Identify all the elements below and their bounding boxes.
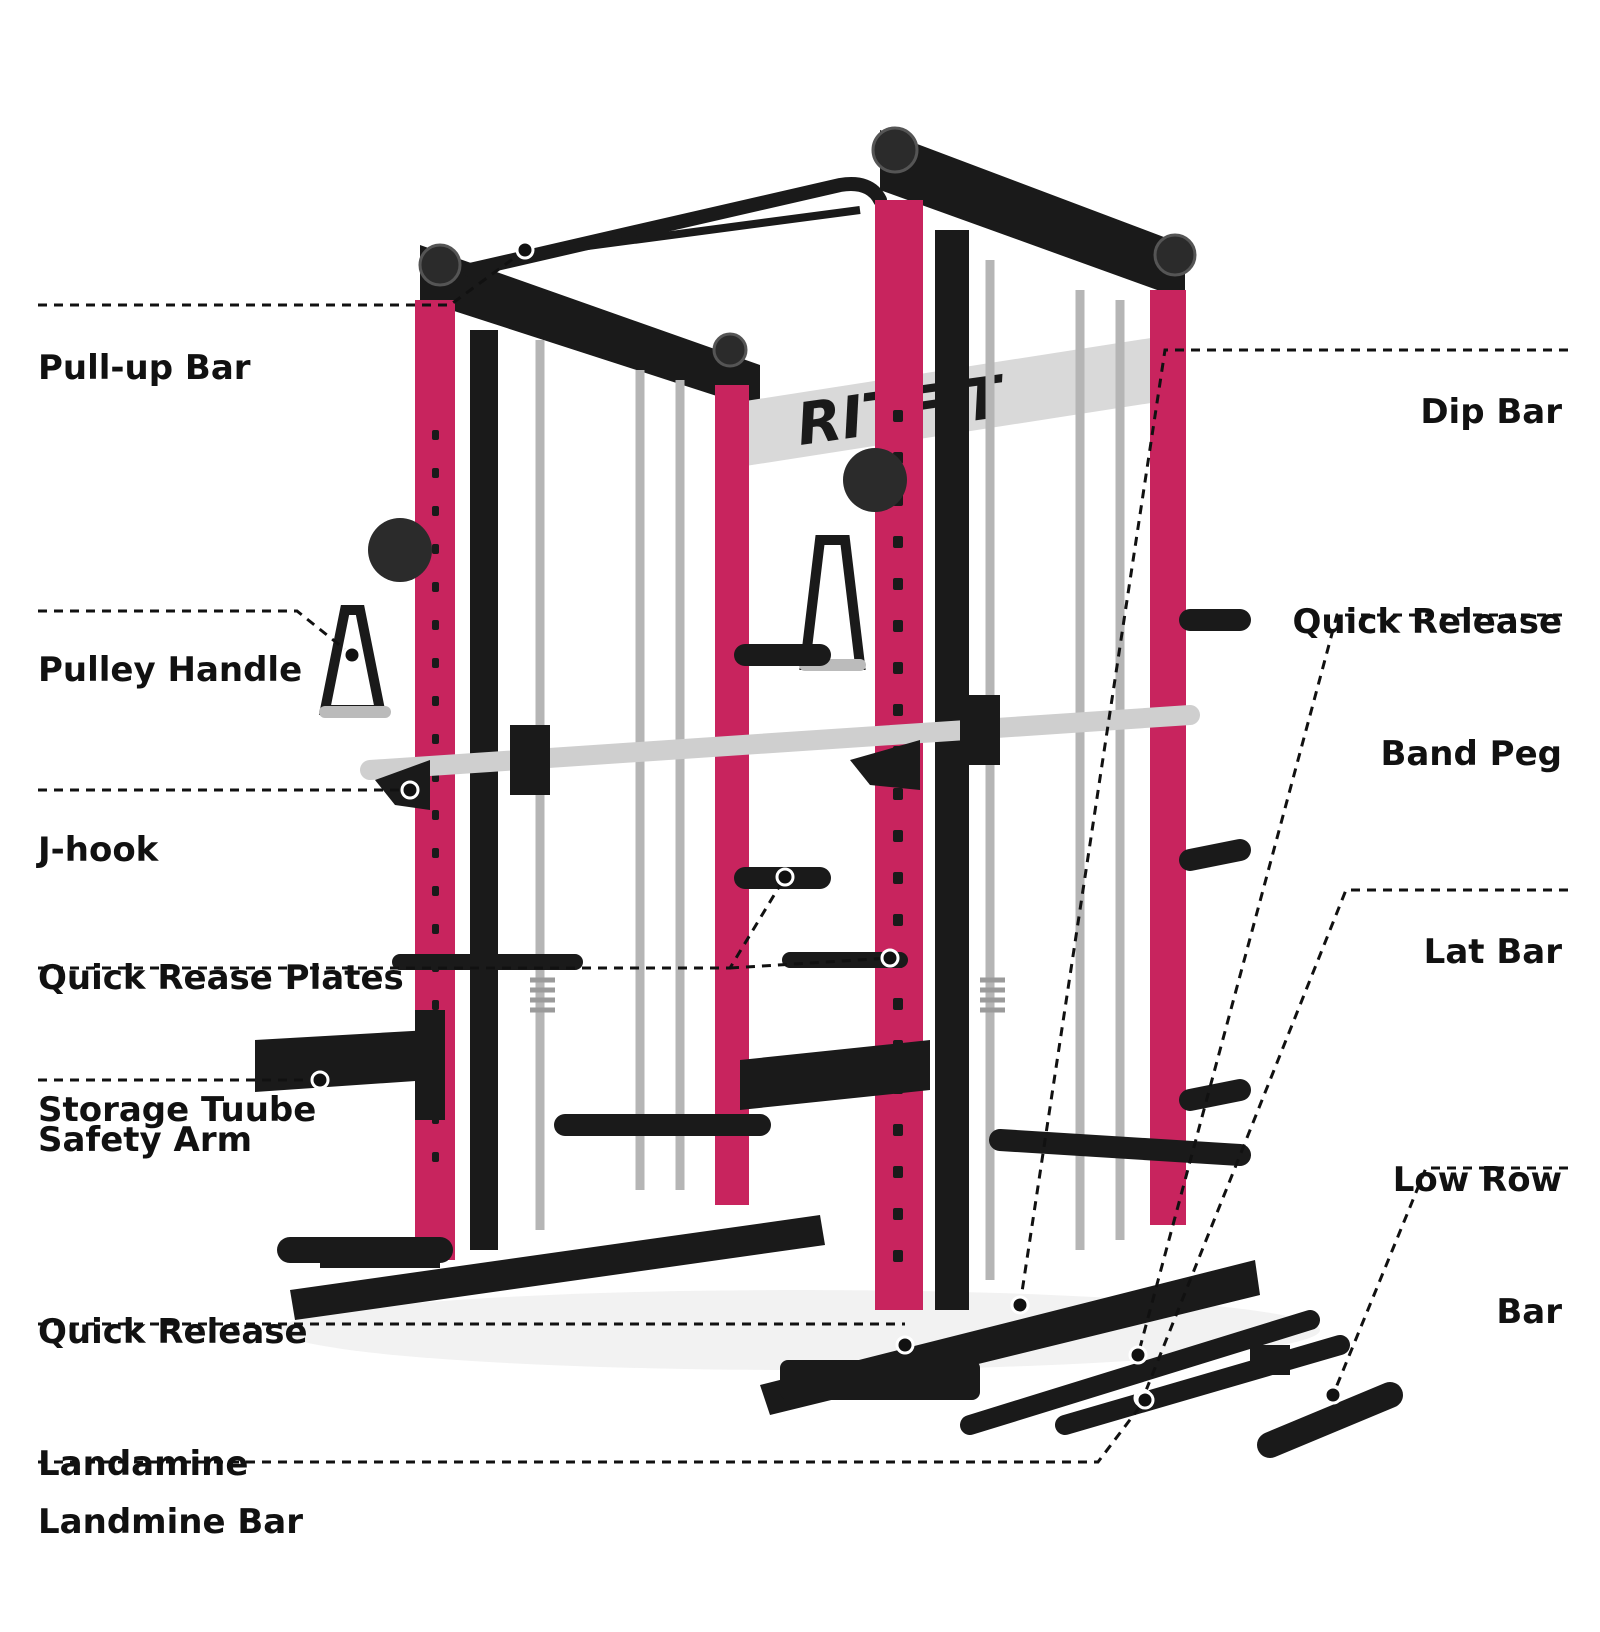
upright-hole xyxy=(893,1250,903,1262)
callout-dot xyxy=(342,645,362,665)
upright-hole xyxy=(893,830,903,842)
upright-hole xyxy=(432,1152,439,1162)
label-safety-arm-text: Safety Arm xyxy=(38,1120,253,1160)
leader-lines xyxy=(38,248,1568,1464)
upright-hole xyxy=(893,578,903,590)
upright-hole xyxy=(432,696,439,706)
upright-hole xyxy=(432,430,439,440)
label-dip-bar-text: Dip Bar xyxy=(1420,392,1562,432)
label-landamine: Quick Release Landamine xyxy=(38,1222,308,1574)
upright-hole xyxy=(893,1208,903,1220)
callout-dot xyxy=(1323,1385,1343,1405)
upright-hole xyxy=(893,704,903,716)
pulley-handles-shape xyxy=(318,448,907,718)
smith-bar-shape xyxy=(360,695,1200,795)
upright-hole xyxy=(893,998,903,1010)
callout-dot xyxy=(310,1070,330,1090)
label-low-row-bar-line1: Low Row xyxy=(1392,1160,1562,1200)
upright-hole xyxy=(893,872,903,884)
label-lat-bar: Lat Bar xyxy=(1424,842,1562,1062)
callout-dot xyxy=(515,240,535,260)
callout-dot xyxy=(400,780,420,800)
callout-dot xyxy=(1010,1295,1030,1315)
upright-hole xyxy=(893,662,903,674)
upright-hole xyxy=(432,506,439,516)
upright-hole xyxy=(893,1124,903,1136)
upright-hole xyxy=(432,620,439,630)
label-pull-up-bar-text: Pull-up Bar xyxy=(38,348,251,388)
loose-bars-shape xyxy=(960,1310,1403,1458)
label-band-peg-line2: Band Peg xyxy=(1380,734,1562,774)
label-plates-storage-line2: Storage Tuube xyxy=(38,1090,317,1130)
label-j-hook: J-hook xyxy=(38,740,158,960)
label-lat-bar-text: Lat Bar xyxy=(1423,932,1562,972)
upright-hole xyxy=(432,468,439,478)
label-band-peg: Quick Release Band Peg xyxy=(1292,512,1562,864)
upright-holes-right xyxy=(893,410,903,1262)
label-plates-storage: Quick Rease Plates Storage Tuube xyxy=(38,868,404,1220)
callout-dot xyxy=(895,1335,915,1355)
upright-hole xyxy=(432,658,439,668)
label-dip-bar: Dip Bar xyxy=(1420,302,1562,522)
upright-hole xyxy=(432,886,439,896)
callout-dot xyxy=(775,867,795,887)
upright-hole xyxy=(432,544,439,554)
label-safety-arm: Safety Arm xyxy=(38,1030,252,1250)
label-pulley-handle-text: Pulley Handle xyxy=(38,650,303,690)
label-landamine-line2: Landamine xyxy=(38,1444,249,1484)
upright-hole xyxy=(432,924,439,934)
callout-dot xyxy=(1128,1345,1148,1365)
upright-hole xyxy=(893,914,903,926)
callout-dot xyxy=(880,948,900,968)
springs-shape xyxy=(530,977,1005,1013)
upright-hole xyxy=(432,848,439,858)
pull-up-bar-shape xyxy=(463,177,887,277)
label-pulley-handle: Pulley Handle xyxy=(38,560,302,780)
upright-hole xyxy=(893,410,903,422)
upright-hole xyxy=(432,582,439,592)
upright-hole xyxy=(893,620,903,632)
callout-dot xyxy=(1135,1390,1155,1410)
label-j-hook-text: J-hook xyxy=(38,830,159,870)
upright-hole xyxy=(432,1000,439,1010)
upright-hole xyxy=(893,536,903,548)
upright-hole xyxy=(432,810,439,820)
upright-hole xyxy=(893,1166,903,1178)
label-pull-up-bar: Pull-up Bar xyxy=(38,258,251,478)
top-frame xyxy=(418,126,1197,410)
label-landmine-bar-text: Landmine Bar xyxy=(38,1502,303,1542)
label-plates-storage-line1: Quick Rease Plates xyxy=(38,958,404,998)
upright-hole xyxy=(893,788,903,800)
label-low-row-bar-line2: Bar xyxy=(1496,1292,1562,1332)
upright-hole xyxy=(432,734,439,744)
label-landamine-line1: Quick Release xyxy=(38,1312,308,1352)
label-low-row-bar: Low Row Bar xyxy=(1393,1070,1562,1422)
label-band-peg-line1: Quick Release xyxy=(1292,602,1562,642)
safety-arms-shape xyxy=(255,1010,930,1120)
label-landmine-bar: Landmine Bar xyxy=(38,1412,303,1632)
callout-dots xyxy=(310,240,1343,1410)
